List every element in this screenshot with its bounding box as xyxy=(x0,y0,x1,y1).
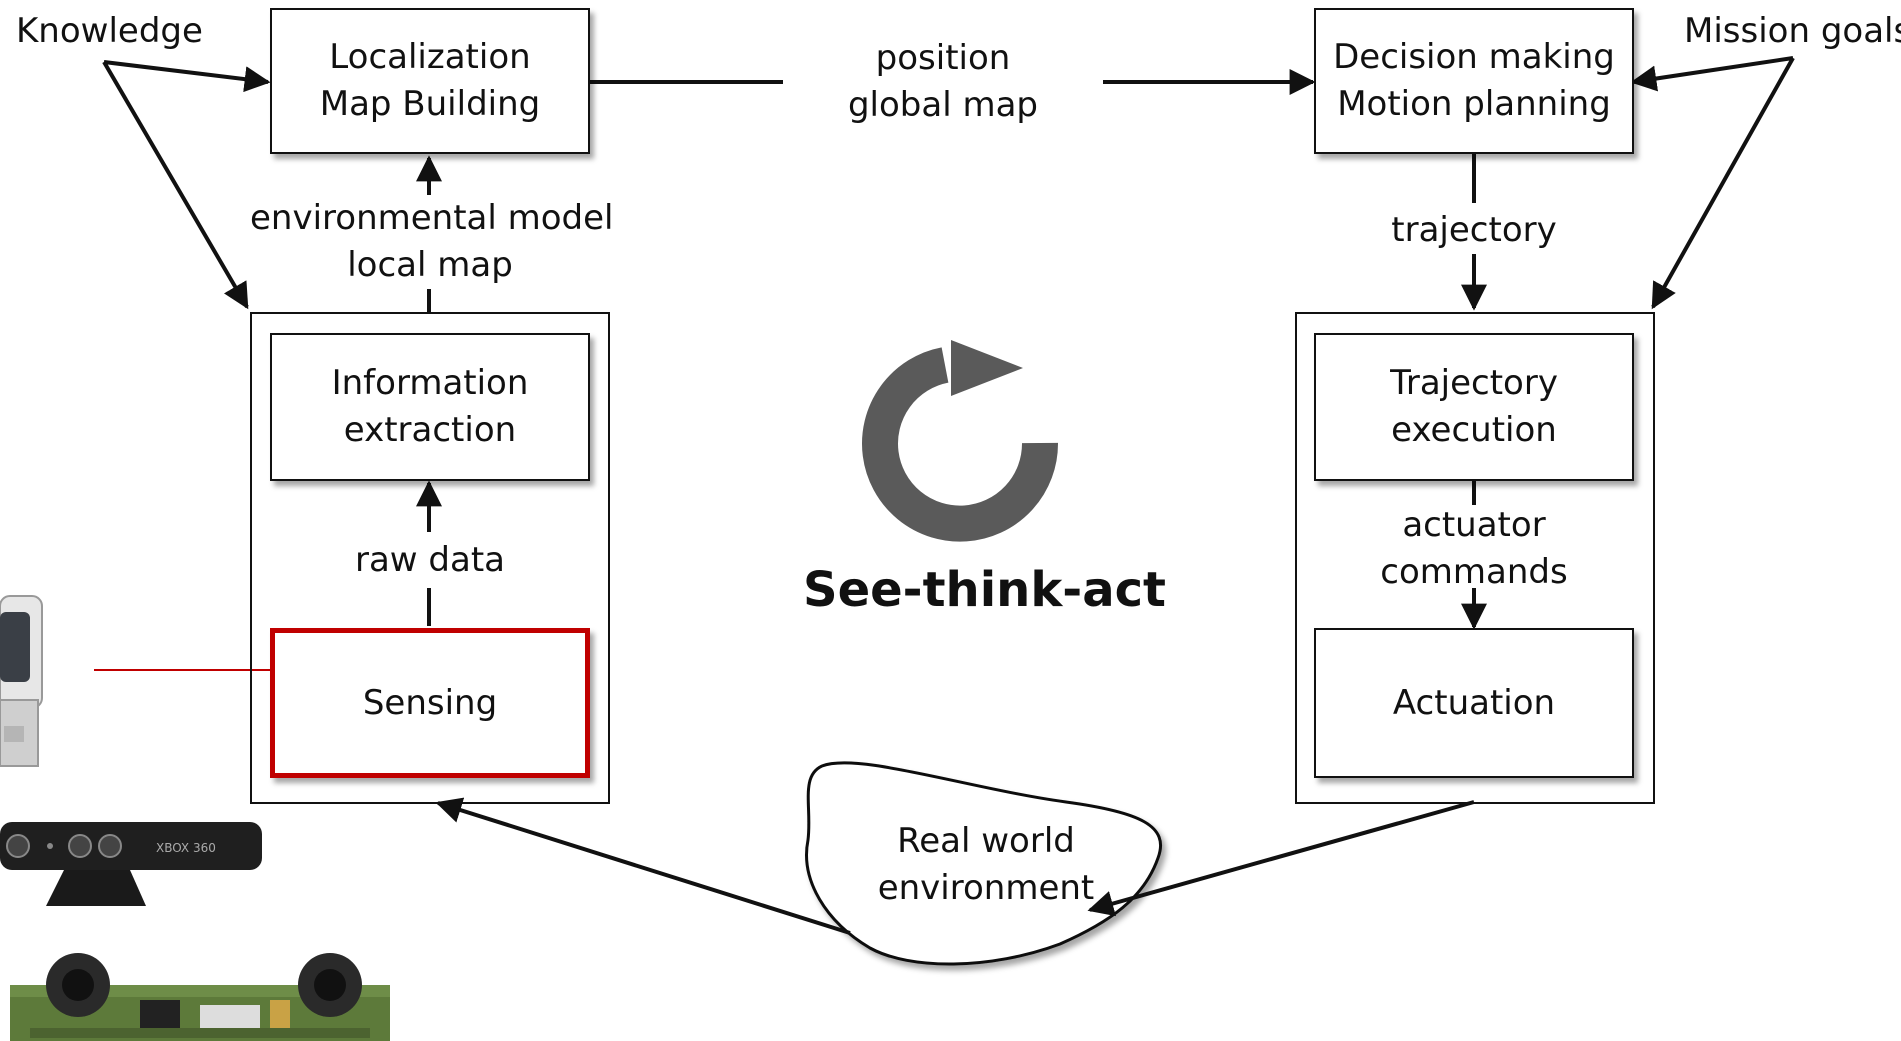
environment-to-see-group-arrow xyxy=(435,797,851,935)
actuator-commands-label: actuator commands xyxy=(1364,502,1584,596)
svg-text:XBOX 360: XBOX 360 xyxy=(156,841,216,855)
raw-data-label: raw data xyxy=(330,537,530,584)
kinect-sensor-icon: XBOX 360 xyxy=(0,822,262,906)
decision-line2: Motion planning xyxy=(1337,84,1611,124)
sensing-text: Sensing xyxy=(362,682,498,723)
trajectory-exec-line1: Trajectory xyxy=(1390,363,1558,403)
real-world-line2: environment xyxy=(877,868,1095,908)
lidar-sensor-icon xyxy=(0,595,43,767)
environmental-model-label: environmental model local map xyxy=(250,195,614,289)
information-line2: extraction xyxy=(343,410,517,450)
knowledge-label: Knowledge xyxy=(16,11,203,51)
real-world-line1: Real world xyxy=(897,821,1075,861)
local-map-text: local map xyxy=(347,245,513,285)
stereo-camera-board-icon xyxy=(10,953,390,1041)
localization-line2: Map Building xyxy=(319,84,541,124)
information-extraction-box: Information extraction xyxy=(270,333,590,481)
commands-text: commands xyxy=(1380,552,1568,592)
knowledge-to-see-group-arrow xyxy=(102,60,249,310)
trajectory-execution-box: Trajectory execution xyxy=(1314,333,1634,481)
trajectory-exec-line2: execution xyxy=(1391,410,1557,450)
sensing-box: Sensing xyxy=(270,628,590,778)
decision-motion-planning-box: Decision making Motion planning xyxy=(1314,8,1634,154)
information-line1: Information xyxy=(331,363,529,403)
trajectory-label: trajectory xyxy=(1374,207,1574,254)
cycle-arrow-icon xyxy=(862,340,1059,542)
act-group-to-environment-arrow xyxy=(1087,800,1475,917)
see-think-act-title: See-think-act xyxy=(803,562,1166,618)
env-model-text: environmental model xyxy=(250,198,614,238)
mission-goals-label: Mission goals xyxy=(1684,11,1901,51)
position-global-map-label: position global map xyxy=(783,35,1103,129)
decision-line1: Decision making xyxy=(1333,37,1615,77)
act-group-frame xyxy=(1295,312,1655,804)
actuation-text: Actuation xyxy=(1392,682,1556,723)
actuator-text: actuator xyxy=(1402,505,1546,545)
real-world-environment-label: Real world environment xyxy=(866,818,1106,912)
mission-to-act-group-arrow xyxy=(1651,57,1795,310)
see-group-frame xyxy=(250,312,610,804)
localization-map-building-box: Localization Map Building xyxy=(270,8,590,154)
global-map-text: global map xyxy=(847,85,1039,125)
actuation-box: Actuation xyxy=(1314,628,1634,778)
real-world-cloud-shape xyxy=(805,761,1162,966)
knowledge-to-localization-arrow xyxy=(103,60,271,93)
position-text: position xyxy=(875,38,1011,78)
mission-to-decision-arrow xyxy=(1630,56,1794,92)
localization-line1: Localization xyxy=(329,37,531,77)
